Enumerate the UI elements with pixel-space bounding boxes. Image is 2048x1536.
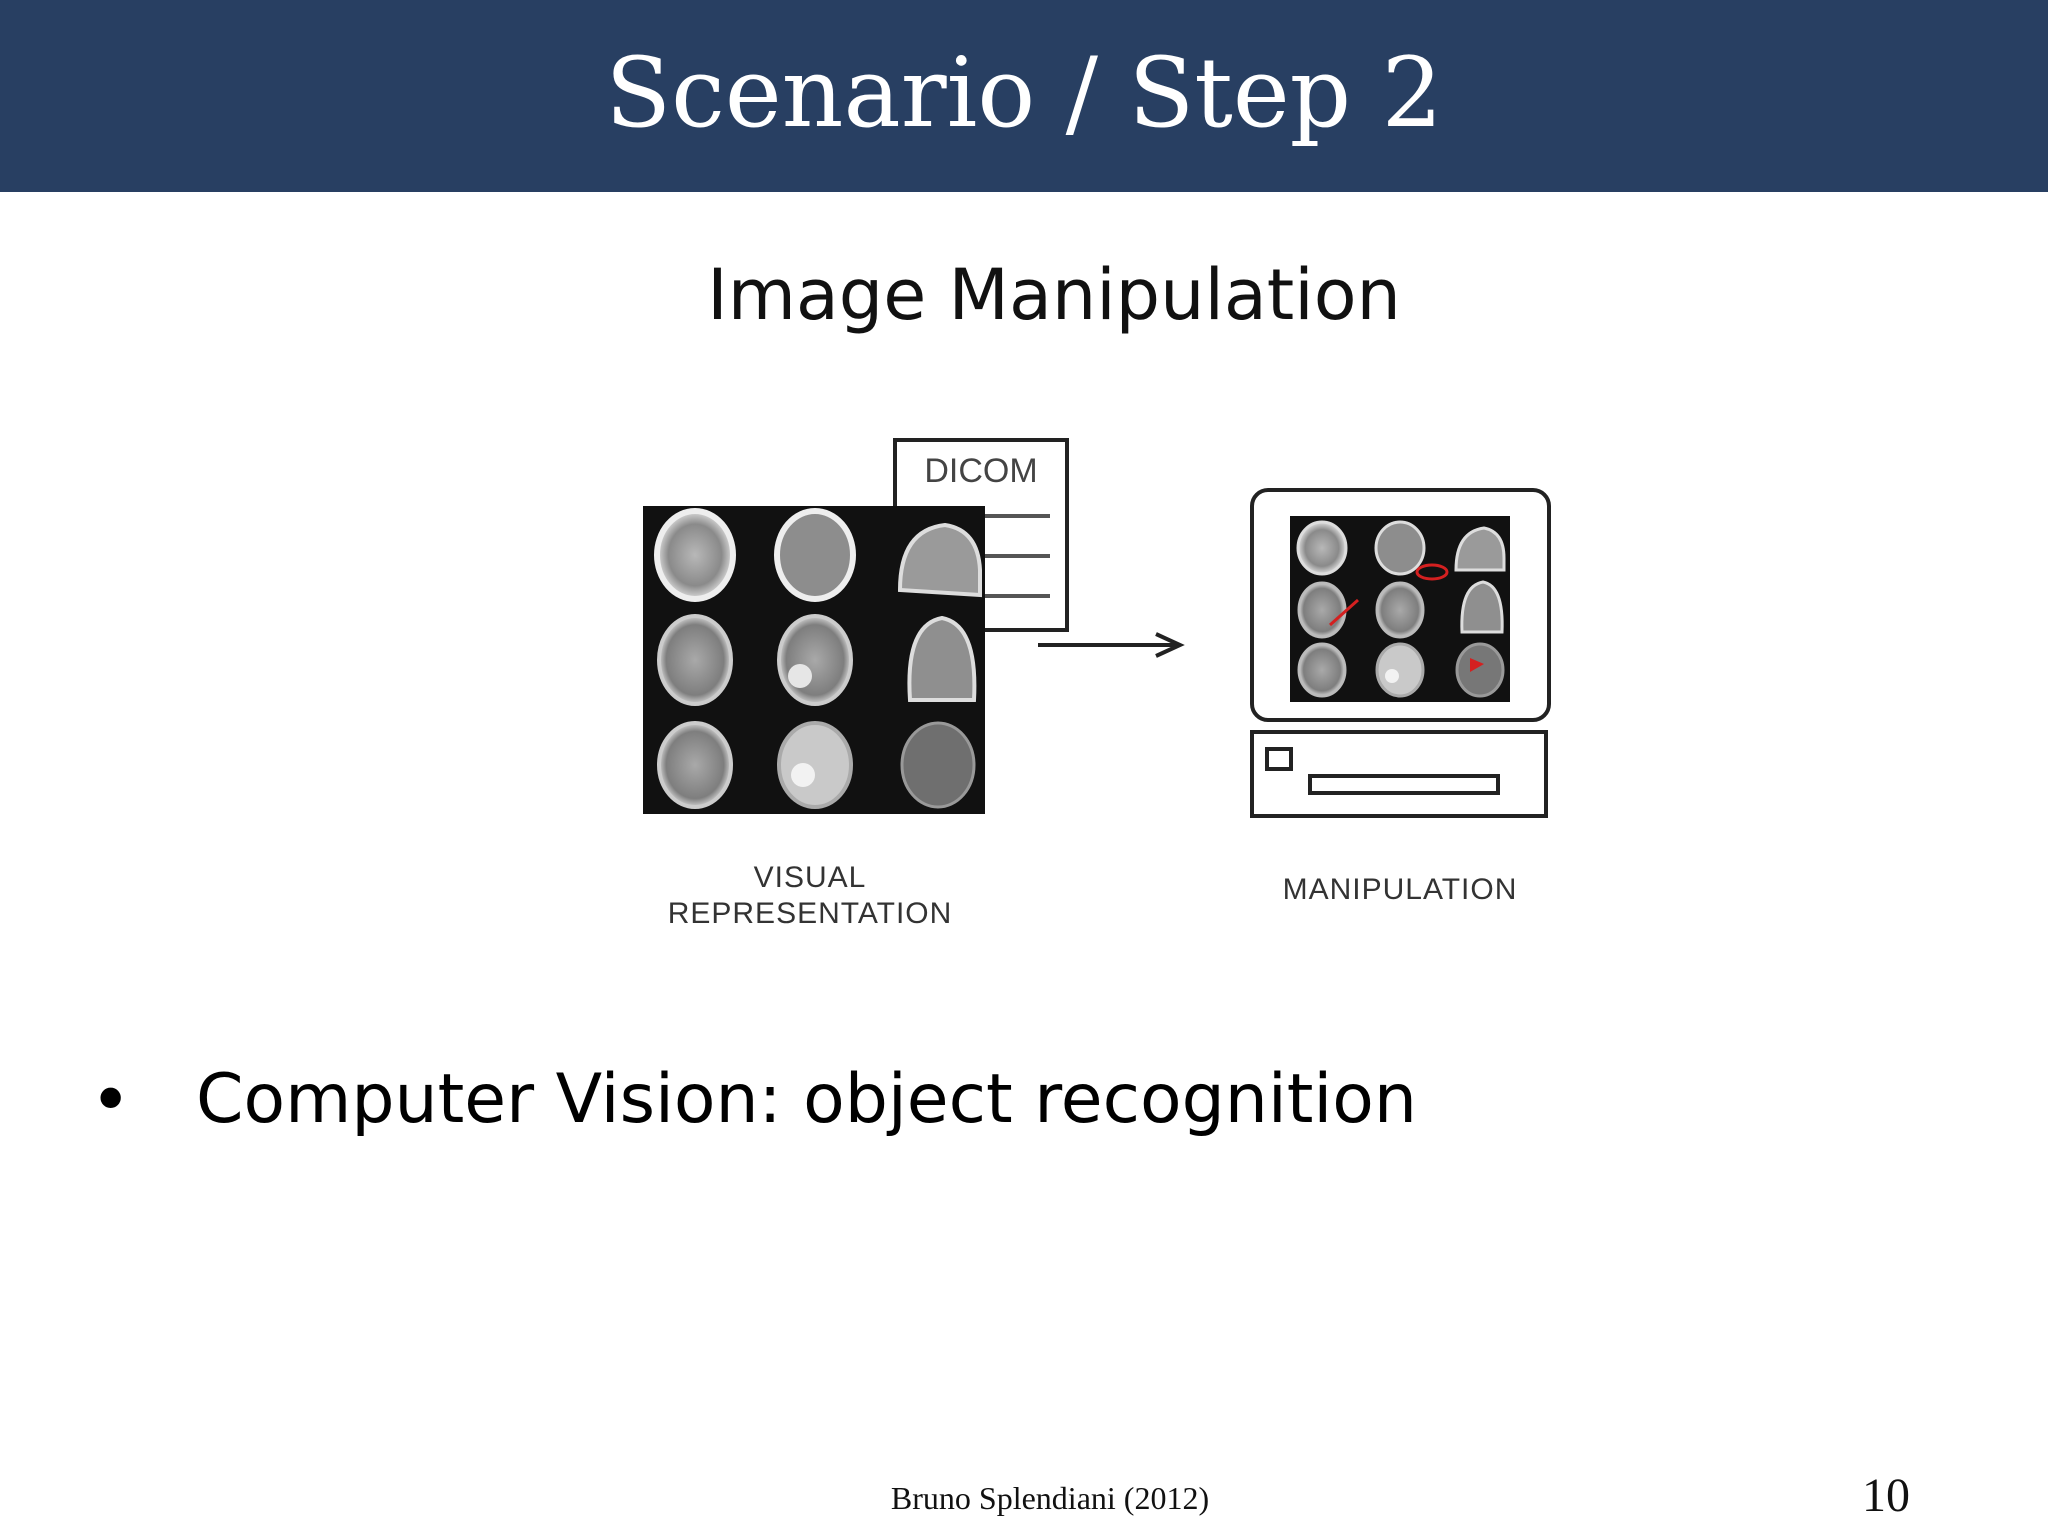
visual-representation-caption: VISUAL REPRESENTATION (600, 860, 1020, 932)
footer-author: Bruno Splendiani (2012) (890, 1480, 1210, 1516)
dicom-figure: DICOM (600, 420, 1600, 960)
bullet-text: Computer Vision: object recognition (196, 1060, 1417, 1139)
slide-title: Scenario / Step 2 (605, 37, 1443, 149)
diagram-svg: DICOM (643, 438, 1551, 818)
page-number: 10 (1862, 1469, 1910, 1522)
computer-icon (1250, 488, 1551, 818)
title-bar: Scenario / Step 2 (0, 0, 2048, 192)
caption-line-2: REPRESENTATION (667, 897, 953, 930)
dicom-label: DICOM (924, 452, 1037, 490)
caption-line-1: VISUAL (753, 861, 867, 894)
bullet-marker: • (90, 1059, 132, 1141)
arrow-right-icon (1038, 632, 1185, 658)
slide-subtitle: Image Manipulation (707, 254, 1401, 336)
mri-grid-image (643, 506, 985, 814)
manipulation-caption: MANIPULATION (1282, 873, 1518, 906)
